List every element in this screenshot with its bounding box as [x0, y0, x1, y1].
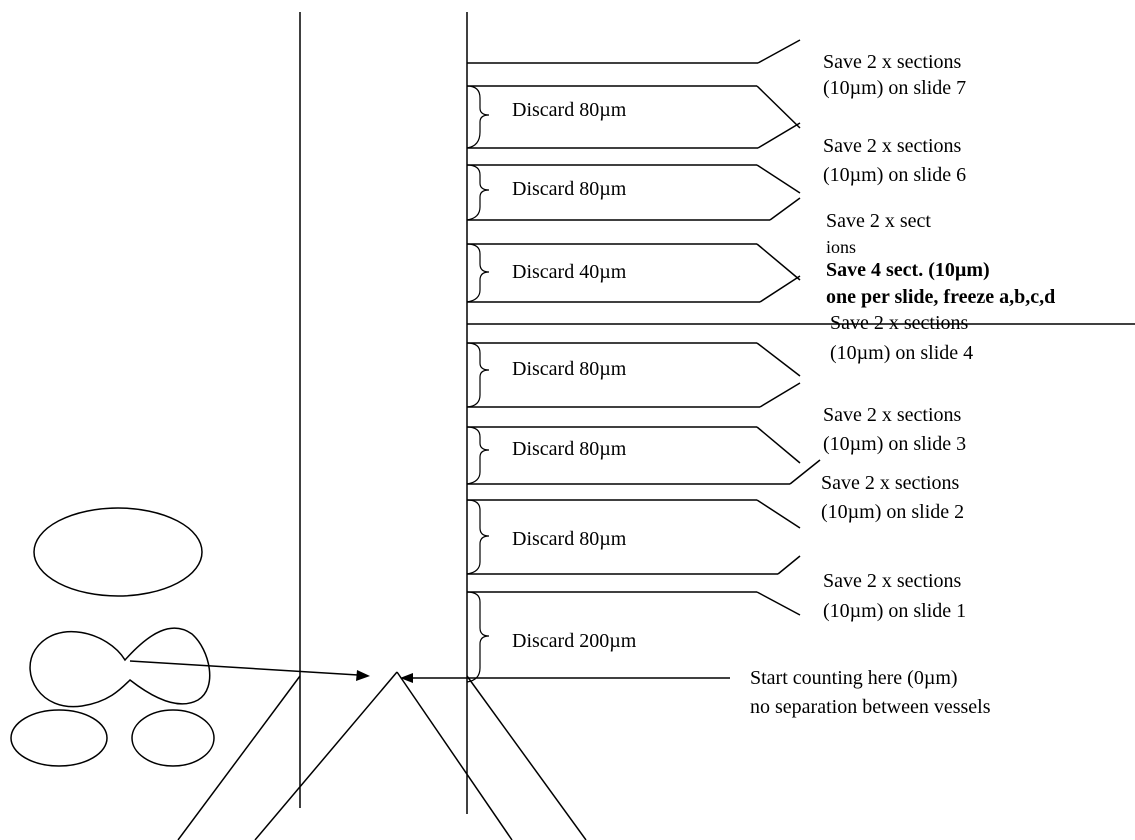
- arrow-head: [356, 670, 370, 681]
- vessel-oval: [10, 709, 108, 767]
- fan-line: [466, 675, 587, 840]
- brace: [466, 499, 490, 575]
- brace: [466, 85, 490, 149]
- save-label: (10µm) on slide 7: [823, 77, 967, 99]
- save-label: (10µm) on slide 6: [823, 164, 967, 186]
- brace: [466, 591, 490, 683]
- discard-label: Discard 40µm: [512, 261, 627, 283]
- save-label: Save 2 x sections: [823, 570, 962, 592]
- brace: [466, 243, 490, 303]
- start-counting-label: Start counting here (0µm): [750, 667, 958, 689]
- save-label-bold: Save 4 sect. (10µm): [826, 259, 990, 281]
- save-label: ions: [826, 237, 857, 257]
- vessel-pair-shape: [29, 627, 211, 708]
- arrow-line: [129, 660, 359, 676]
- save-label: Save 2 x sections: [823, 135, 962, 157]
- save-label: Save 2 x sect: [826, 210, 931, 232]
- fan-line: [254, 671, 398, 840]
- save-label: (10µm) on slide 1: [823, 600, 967, 622]
- vessel-oval: [33, 507, 203, 597]
- save-label: (10µm) on slide 4: [830, 342, 974, 364]
- fan-line: [177, 675, 301, 840]
- vessel-oval: [131, 709, 215, 767]
- fan-line: [396, 671, 513, 840]
- discard-label: Discard 80µm: [512, 528, 627, 550]
- brace: [466, 342, 490, 408]
- save-label: Save 2 x sections: [823, 404, 962, 426]
- save-label: (10µm) on slide 2: [821, 501, 965, 523]
- brace: [466, 164, 490, 221]
- save-label-bold: one per slide, freeze a,b,c,d: [826, 286, 1056, 308]
- save-label: Save 2 x sections: [821, 472, 960, 494]
- start-counting-label: no separation between vessels: [750, 696, 991, 718]
- section-lines: [467, 39, 1135, 616]
- discard-label: Discard 80µm: [512, 99, 627, 121]
- braces: [466, 85, 490, 683]
- save-label: Save 2 x sections: [830, 312, 969, 334]
- arrow-head: [400, 673, 413, 683]
- discard-label: Discard 80µm: [512, 358, 627, 380]
- discard-label: Discard 200µm: [512, 630, 637, 652]
- brace: [466, 426, 490, 485]
- discard-label: Discard 80µm: [512, 178, 627, 200]
- discard-label: Discard 80µm: [512, 438, 627, 460]
- save-label: (10µm) on slide 3: [823, 433, 967, 455]
- save-label: Save 2 x sections: [823, 51, 962, 73]
